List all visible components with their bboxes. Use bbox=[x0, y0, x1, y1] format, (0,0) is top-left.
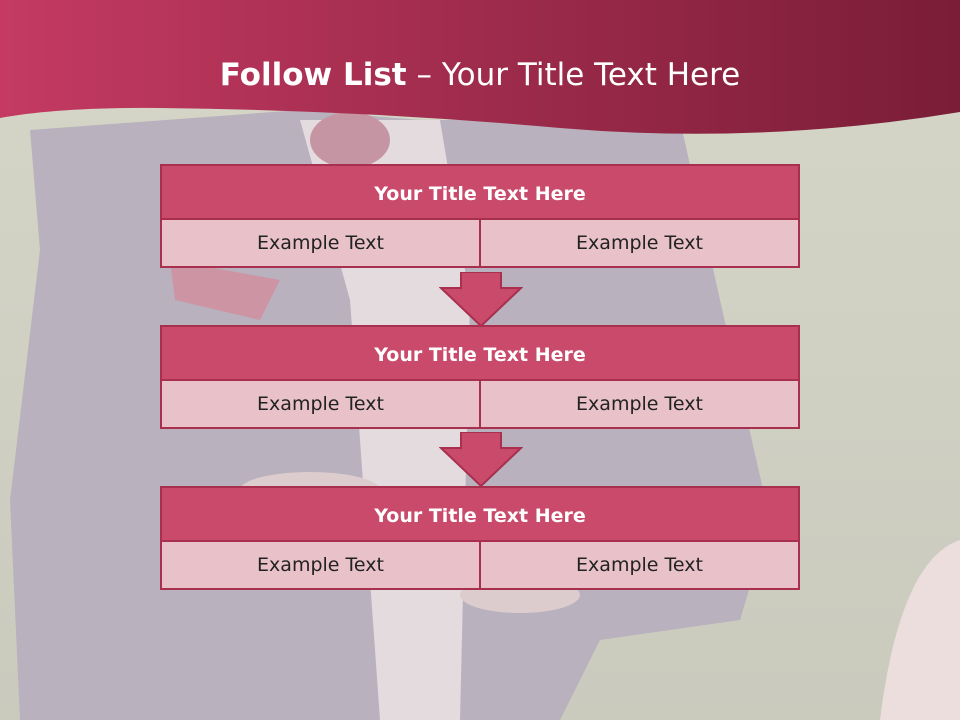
block-cell-left: Example Text bbox=[160, 218, 481, 268]
block-title: Your Title Text Here bbox=[160, 164, 800, 220]
block-cell-right: Example Text bbox=[479, 540, 800, 590]
title-strong: Follow List bbox=[219, 57, 407, 93]
title-banner bbox=[0, 0, 960, 134]
down-arrow-icon bbox=[439, 272, 523, 328]
block-title: Your Title Text Here bbox=[160, 325, 800, 381]
slide-title: Follow List – Your Title Text Here bbox=[0, 52, 960, 98]
block-row: Example Text Example Text bbox=[160, 218, 800, 268]
block-row: Example Text Example Text bbox=[160, 379, 800, 429]
list-block-3: Your Title Text Here Example Text Exampl… bbox=[160, 486, 800, 590]
block-title: Your Title Text Here bbox=[160, 486, 800, 542]
rose-accent bbox=[310, 112, 390, 168]
list-block-1: Your Title Text Here Example Text Exampl… bbox=[160, 164, 800, 268]
block-row: Example Text Example Text bbox=[160, 540, 800, 590]
list-block-2: Your Title Text Here Example Text Exampl… bbox=[160, 325, 800, 429]
block-cell-right: Example Text bbox=[479, 218, 800, 268]
pocket-square bbox=[170, 260, 280, 320]
block-cell-left: Example Text bbox=[160, 540, 481, 590]
block-cell-left: Example Text bbox=[160, 379, 481, 429]
block-cell-right: Example Text bbox=[479, 379, 800, 429]
shoulder-shape bbox=[880, 540, 960, 720]
down-arrow-icon bbox=[439, 432, 523, 488]
title-rest: – Your Title Text Here bbox=[406, 57, 741, 93]
